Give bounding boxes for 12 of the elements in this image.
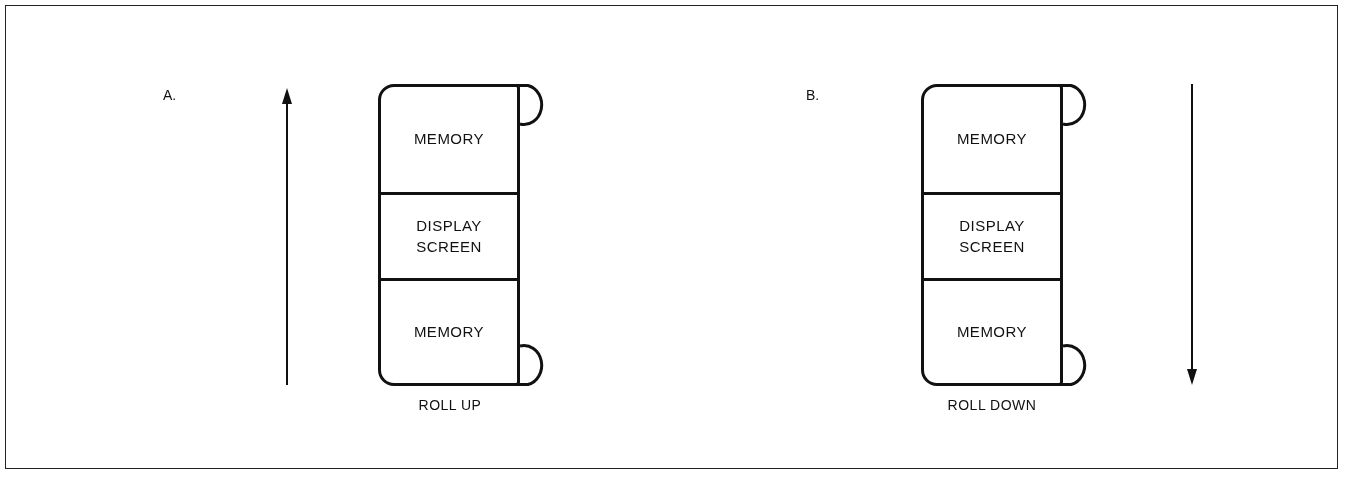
section-label: MEMORY xyxy=(956,129,1028,150)
panel-label: A. xyxy=(163,87,177,103)
section-label: MEMORY xyxy=(956,322,1028,343)
panel-label: B. xyxy=(806,87,820,103)
scroll-caption: ROLL UP xyxy=(418,397,482,413)
section-label: DISPLAY SCREEN xyxy=(958,215,1026,258)
scroll-frame xyxy=(378,84,520,386)
section-label: MEMORY xyxy=(413,322,485,343)
section-label: MEMORY xyxy=(413,129,485,150)
section-label: DISPLAY SCREEN xyxy=(415,215,483,258)
scroll-caption: ROLL DOWN xyxy=(947,397,1037,413)
scroll-frame xyxy=(921,84,1063,386)
